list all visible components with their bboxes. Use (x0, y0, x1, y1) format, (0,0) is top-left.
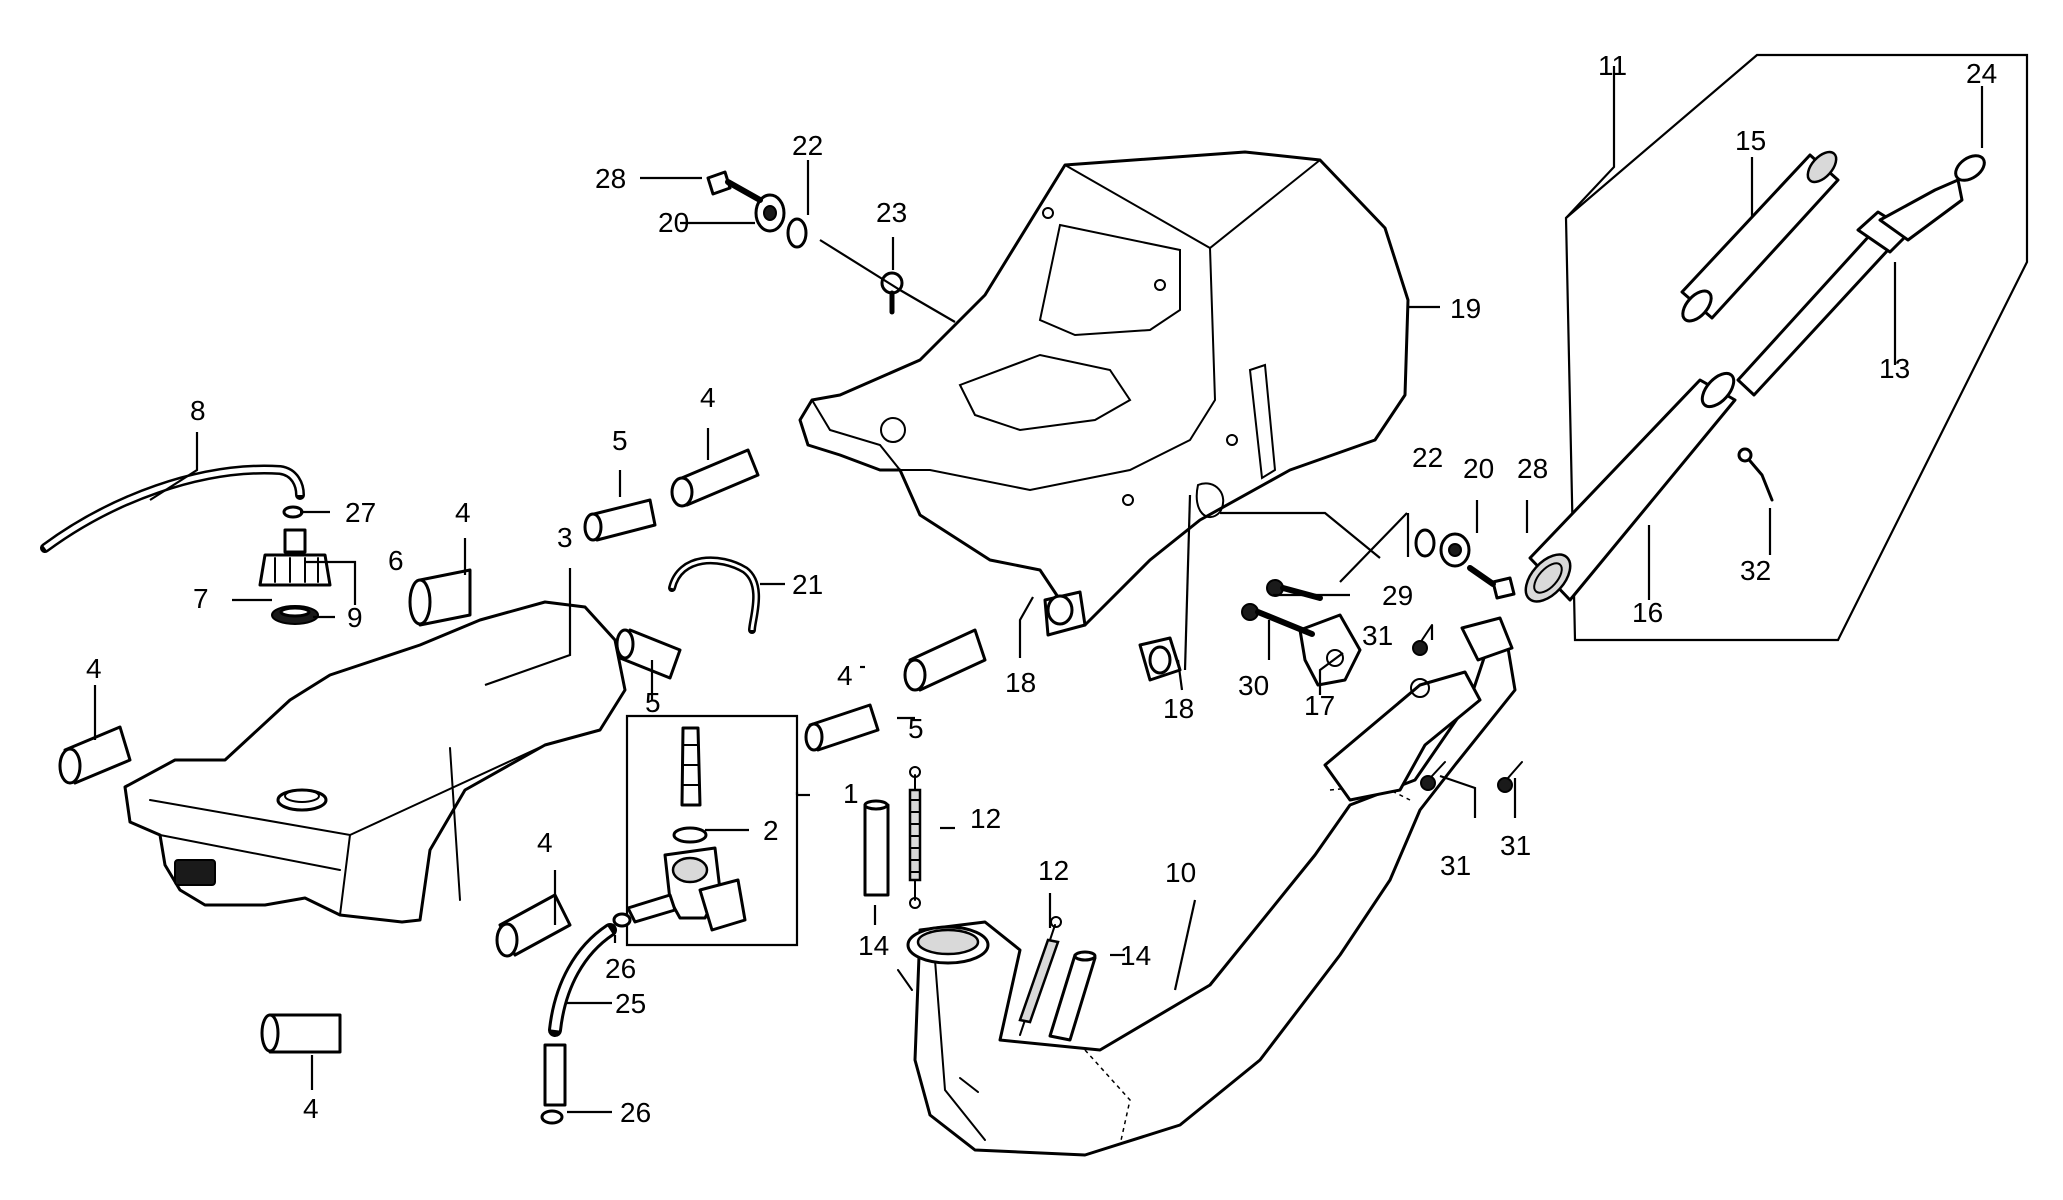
bolt-part-29 (1266, 579, 1323, 601)
callout-6: 6 (388, 545, 404, 576)
callout-20: 20 (658, 207, 689, 238)
spring-sleeve-part-14 (1048, 950, 1097, 1042)
fuel-cock-part-1 (626, 726, 747, 932)
callout-8: 8 (190, 395, 206, 426)
callout-26: 26 (605, 953, 636, 984)
screw-part-23 (880, 271, 904, 315)
washer-part-20 (754, 193, 786, 233)
fuel-tank-part-3 (123, 600, 627, 924)
callout-14: 14 (1120, 940, 1151, 971)
callout-5: 5 (908, 713, 924, 744)
callout-23: 23 (876, 197, 907, 228)
rubber-mount-part-18 (1138, 636, 1182, 682)
leader-lines (93, 66, 1984, 1114)
rubber-collar-part-4 (260, 1013, 342, 1054)
hose-clip-part-26 (540, 1109, 564, 1125)
callout-19: 19 (1450, 293, 1481, 324)
callout-9: 9 (347, 602, 363, 633)
callout-31: 31 (1440, 850, 1471, 881)
exhaust-pipe-part-10 (897, 616, 1517, 1157)
callout-30: 30 (1238, 670, 1269, 701)
callout-31: 31 (1500, 830, 1531, 861)
fuel-cap-part-6 (258, 528, 332, 587)
rivet-part-32 (1737, 447, 1774, 502)
grommet-part-22 (1414, 528, 1436, 558)
baffle-tube-part-15 (1680, 150, 1840, 323)
callout-4: 4 (837, 660, 853, 691)
callout-22: 22 (1412, 442, 1443, 473)
callout-26: 26 (620, 1097, 651, 1128)
rubber-collar-part-4 (408, 568, 472, 627)
inner-pipe-part-13 (1736, 178, 1964, 397)
callout-22: 22 (792, 130, 823, 161)
hose-clip-part-26 (612, 912, 632, 928)
callout-2: 2 (763, 815, 779, 846)
screw-part-31 (1412, 624, 1433, 656)
fuel-hose-part-25 (543, 1043, 567, 1107)
callout-12: 12 (970, 803, 1001, 834)
exhaust-spring-part-12 (908, 766, 922, 909)
callout-14: 14 (858, 930, 889, 961)
callout-18: 18 (1005, 667, 1036, 698)
callout-13: 13 (1879, 353, 1910, 384)
rubber-collar-part-4 (58, 725, 132, 785)
rubber-collar-part-4 (670, 448, 760, 508)
breather-hose-part-8 (40, 464, 305, 553)
callout-12: 12 (1038, 855, 1069, 886)
bolt-part-28 (706, 170, 763, 203)
callout-28: 28 (595, 163, 626, 194)
rubber-collar-part-4 (495, 893, 572, 958)
washer-part-20 (1439, 532, 1471, 568)
grommet-part-22 (786, 217, 808, 249)
circlip-part-24 (1954, 154, 1986, 182)
callout-labels: 1 2 3 4 4 4 4 4 4 5 5 5 6 7 8 9 10 11 12… (86, 50, 1997, 1128)
callout-4: 4 (303, 1093, 319, 1124)
callout-1: 1 (843, 778, 859, 809)
callout-32: 32 (1740, 555, 1771, 586)
callout-3: 3 (557, 522, 573, 553)
spring-sleeve-part-14 (863, 799, 890, 897)
sleeve-part-5 (615, 628, 682, 680)
callout-5: 5 (645, 687, 661, 718)
callout-18: 18 (1163, 693, 1194, 724)
callout-11: 11 (1598, 50, 1627, 81)
assembly-frame-exhaust-silencer (1564, 53, 2029, 642)
screw-part-31 (1497, 761, 1523, 793)
rubber-collar-part-4 (903, 628, 987, 692)
o-ring-part-2 (672, 826, 708, 844)
callout-5: 5 (612, 425, 628, 456)
callout-29: 29 (1382, 580, 1413, 611)
silencer-body-part-16 (1524, 371, 1737, 603)
rubber-mount-part-18 (1043, 590, 1087, 637)
breather-hose-part-8-inner (43, 467, 303, 551)
bolt-part-30 (1241, 603, 1315, 637)
callout-21: 21 (792, 569, 823, 600)
callout-28: 28 (1517, 453, 1548, 484)
callout-7: 7 (193, 583, 209, 614)
callout-4: 4 (537, 827, 553, 858)
callout-16: 16 (1632, 597, 1663, 628)
sleeve-part-5 (804, 703, 880, 752)
exhaust-spring-part-12 (1018, 916, 1062, 1036)
bolt-part-28 (1467, 565, 1516, 600)
callout-15: 15 (1735, 125, 1766, 156)
assembly-frame-fuel-cock (625, 714, 799, 947)
callout-10: 10 (1165, 857, 1196, 888)
callout-4: 4 (700, 382, 716, 413)
callout-4: 4 (455, 497, 471, 528)
callout-24: 24 (1966, 58, 1997, 89)
callout-4: 4 (86, 653, 102, 684)
tank-cover-part-19 (798, 150, 1410, 627)
sleeve-part-5 (583, 498, 657, 542)
clip-part-27 (282, 505, 304, 519)
fuel-hose-part-25 (548, 923, 617, 1037)
callout-25: 25 (615, 988, 646, 1019)
callout-20: 20 (1463, 453, 1494, 484)
screw-part-31 (1420, 761, 1446, 791)
bracket-part-17 (1298, 613, 1362, 687)
callout-31: 31 (1362, 620, 1393, 651)
callout-27: 27 (345, 497, 376, 528)
callout-17: 17 (1304, 690, 1335, 721)
